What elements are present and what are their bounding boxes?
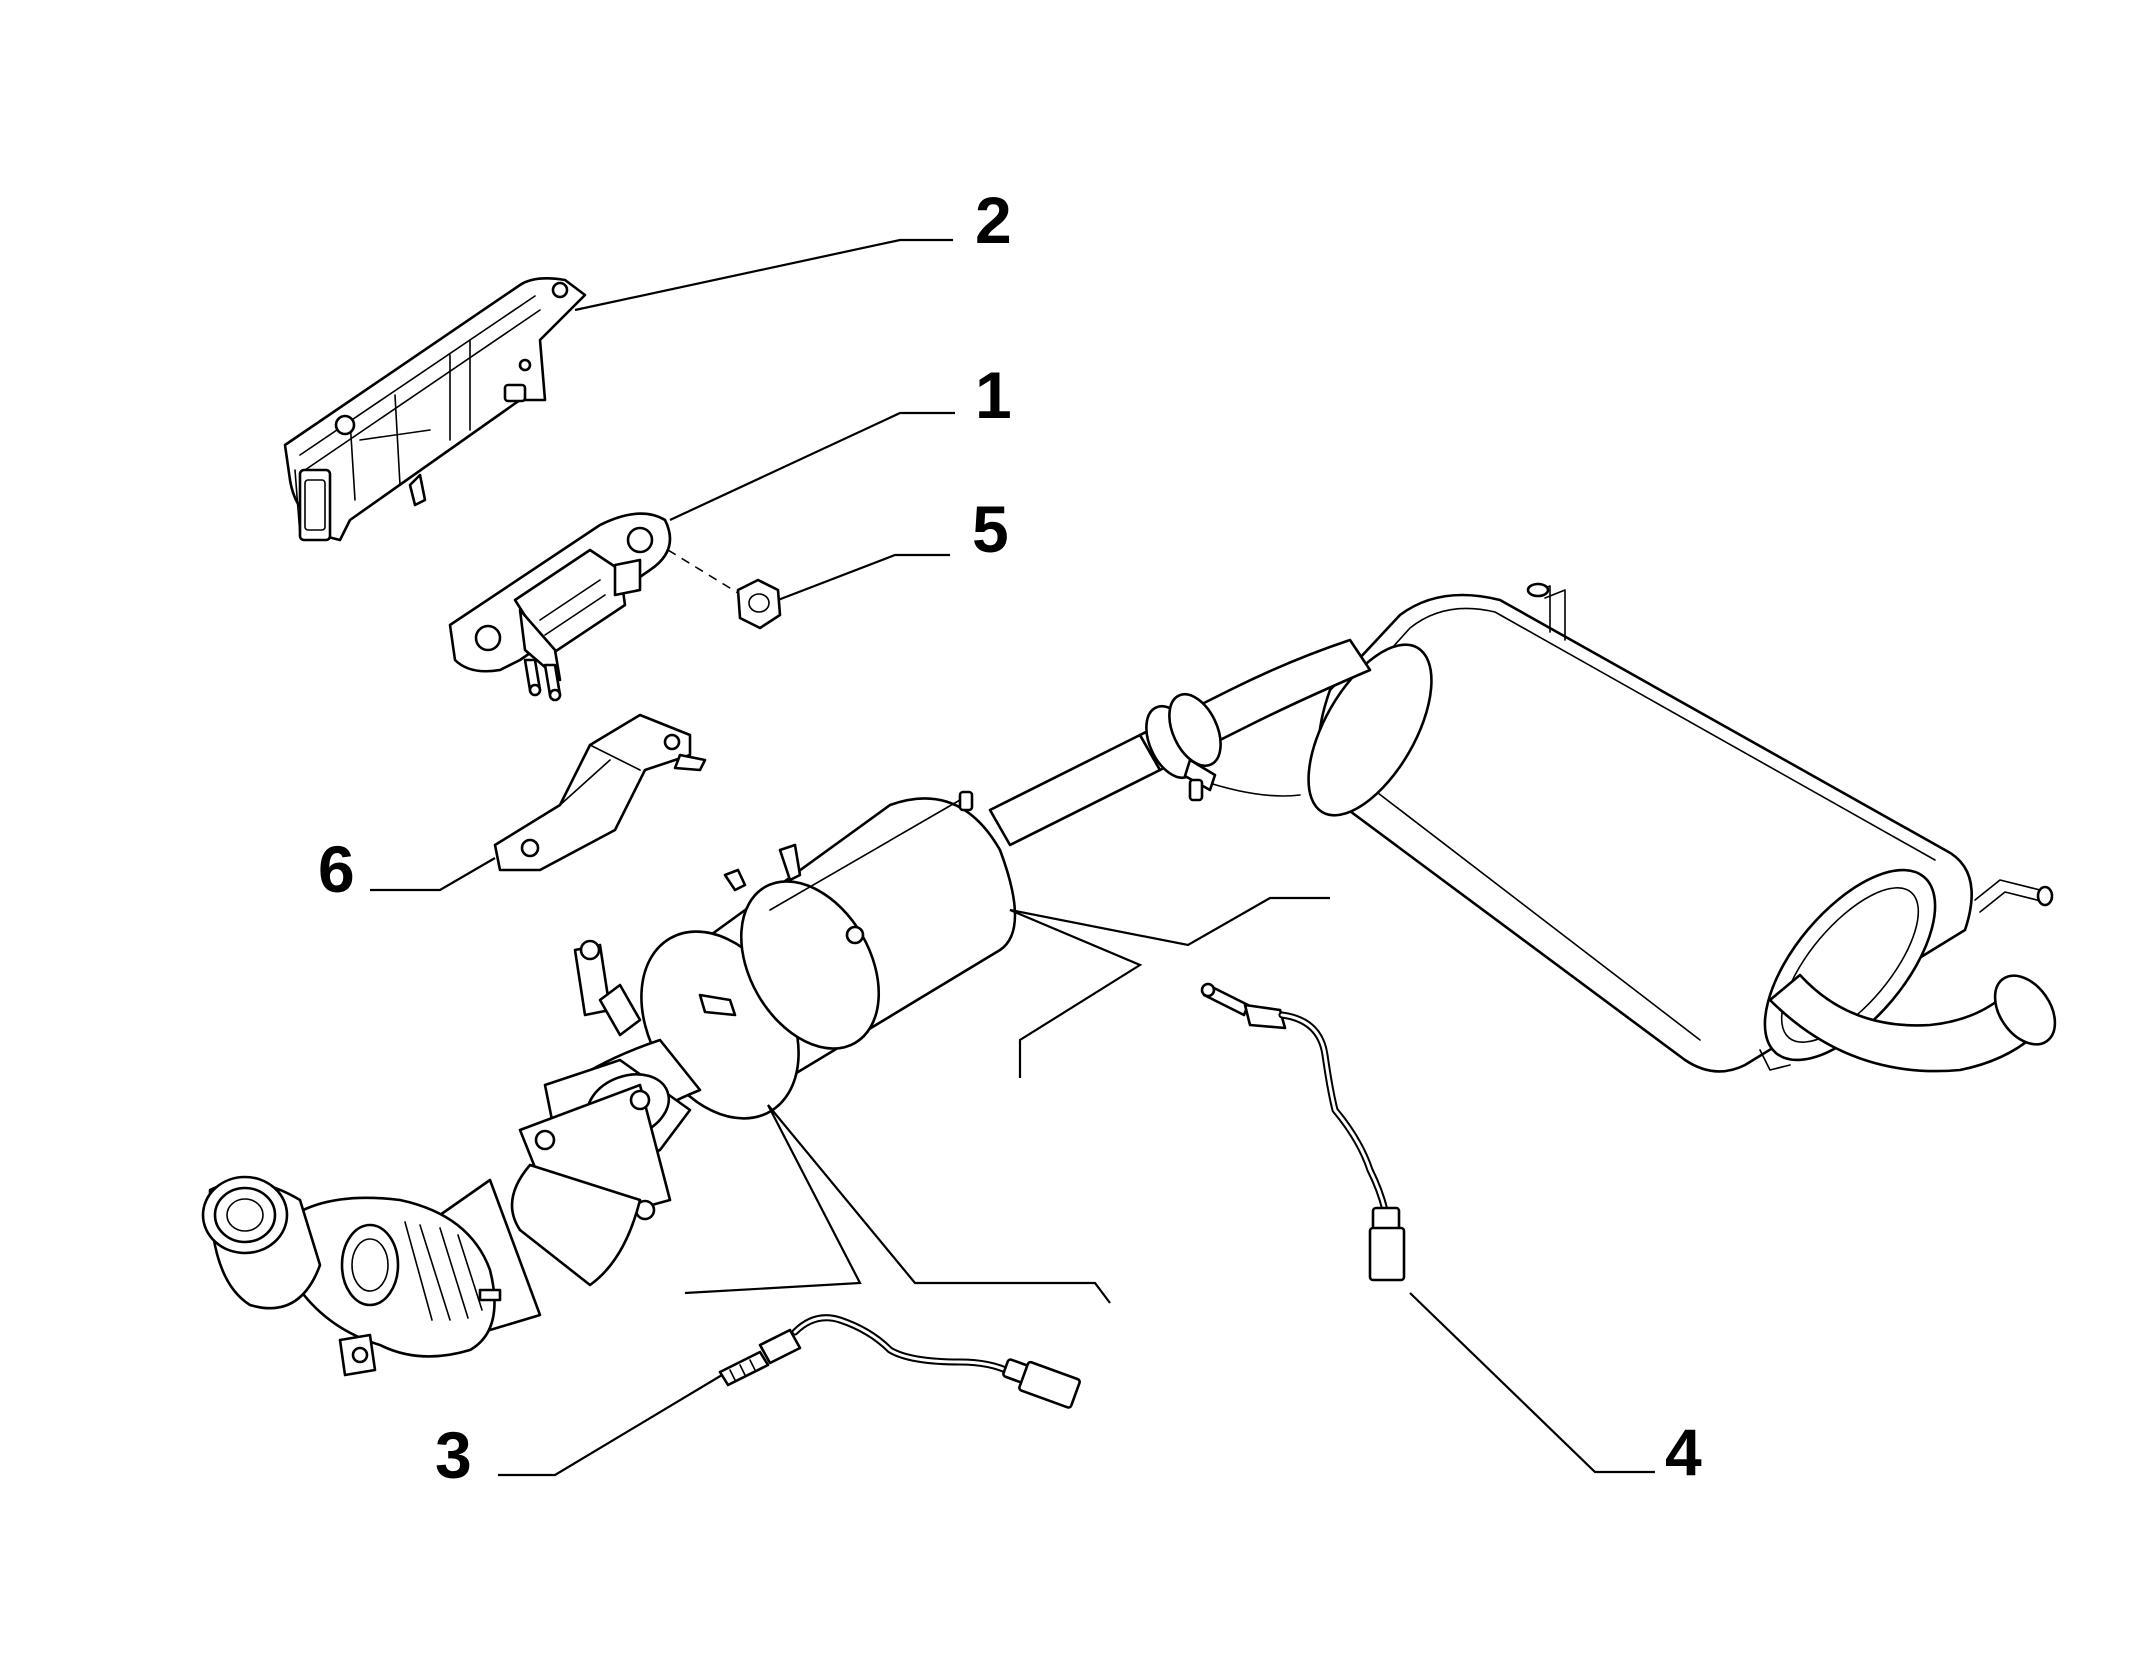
- rear-muffler: [1307, 582, 2057, 1073]
- leader-3: [498, 1374, 723, 1477]
- callouts: 2 1 5 6 3 4: [318, 183, 1702, 1492]
- part-3-exhaust-sensor: [718, 1314, 1081, 1409]
- callout-2: 2: [975, 183, 1012, 257]
- callout-3: 3: [435, 1418, 472, 1492]
- callout-1: 1: [975, 358, 1012, 432]
- leader-1: [669, 411, 955, 521]
- assembly-leader-upper: [1009, 896, 1330, 1078]
- leader-lines: [370, 238, 1655, 1477]
- part-1-pressure-sensor: [448, 512, 739, 702]
- front-pipe-assembly: [201, 939, 702, 1377]
- callout-6: 6: [318, 832, 355, 906]
- assembly-leader-lower: [684, 1104, 1111, 1304]
- leader-2: [574, 238, 953, 312]
- callout-4: 4: [1665, 1415, 1702, 1489]
- part-4-exhaust-sensor: [1200, 982, 1406, 1282]
- leader-4: [1409, 1292, 1655, 1474]
- leader-5: [777, 553, 950, 602]
- part-2-bracket: [283, 277, 587, 542]
- part-5-nut: [736, 578, 782, 630]
- part-6-bracket: [493, 713, 707, 872]
- leader-6: [370, 857, 496, 892]
- callout-5: 5: [972, 492, 1009, 566]
- pipe-clamp: [1145, 693, 1222, 802]
